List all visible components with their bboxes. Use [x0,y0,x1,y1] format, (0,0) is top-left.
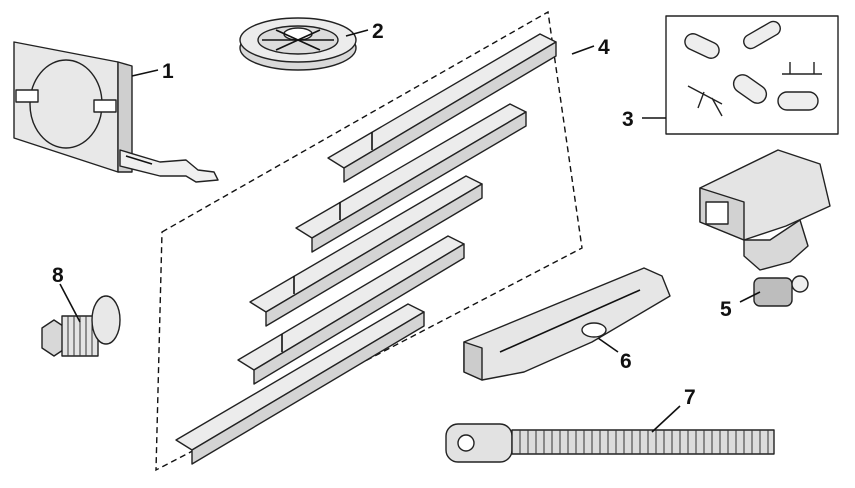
part-7-threaded-shaft [445,423,775,463]
label-part-2: 2 [372,20,384,43]
label-part-8: 8 [52,264,64,287]
leader-lines [59,29,761,433]
label-part-7: 7 [684,386,696,409]
label-part-4: 4 [598,36,610,59]
label-part-6: 6 [620,350,632,373]
label-part-3: 3 [622,108,634,131]
part-8-bolt [41,295,121,357]
part-4-rail-sections [155,10,583,472]
label-part-5: 5 [720,298,732,321]
part-3-connector-links [665,15,839,135]
part-2-pulley [239,17,357,71]
part-1-bracket [13,41,219,183]
label-part-1: 1 [162,60,174,83]
part-6-door-arm [463,267,671,381]
part-5-trolley [699,149,831,307]
